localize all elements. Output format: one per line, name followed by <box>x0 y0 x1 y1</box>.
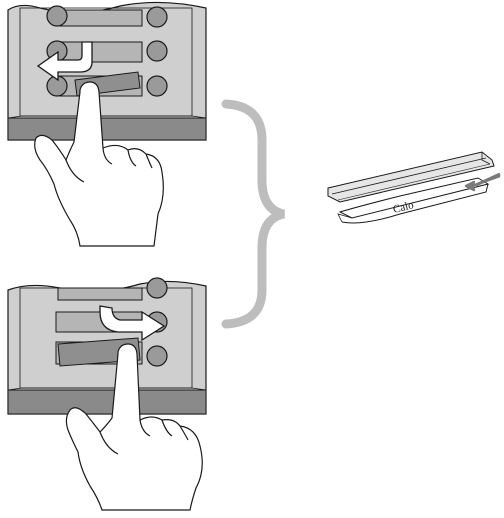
top-pointing-hand-icon <box>34 81 164 247</box>
bottom-pointing-hand-icon <box>65 343 203 511</box>
top-button-right-2[interactable] <box>146 40 168 62</box>
label-text: Calo <box>392 199 416 216</box>
left-arrow-icon <box>36 41 93 82</box>
curly-brace-icon <box>221 99 286 329</box>
right-arrow-icon <box>99 305 166 342</box>
label-insert-detail: Calo <box>327 151 501 224</box>
bottom-panel-bevel <box>7 389 207 415</box>
top-button-left-1[interactable] <box>46 5 68 27</box>
top-panel-bevel <box>7 117 207 141</box>
top-slot-2 <box>59 41 143 63</box>
bottom-intercom-panel <box>7 277 207 415</box>
bottom-button-right-1[interactable] <box>146 277 168 299</box>
top-slot-1 <box>59 9 143 27</box>
top-button-right-3[interactable] <box>146 75 168 97</box>
bottom-button-right-3[interactable] <box>146 345 168 367</box>
top-intercom-panel <box>7 1 207 141</box>
bottom-slot-1 <box>57 287 143 301</box>
insert-pointer-shaft <box>475 172 501 187</box>
top-button-right-1[interactable] <box>146 6 168 28</box>
